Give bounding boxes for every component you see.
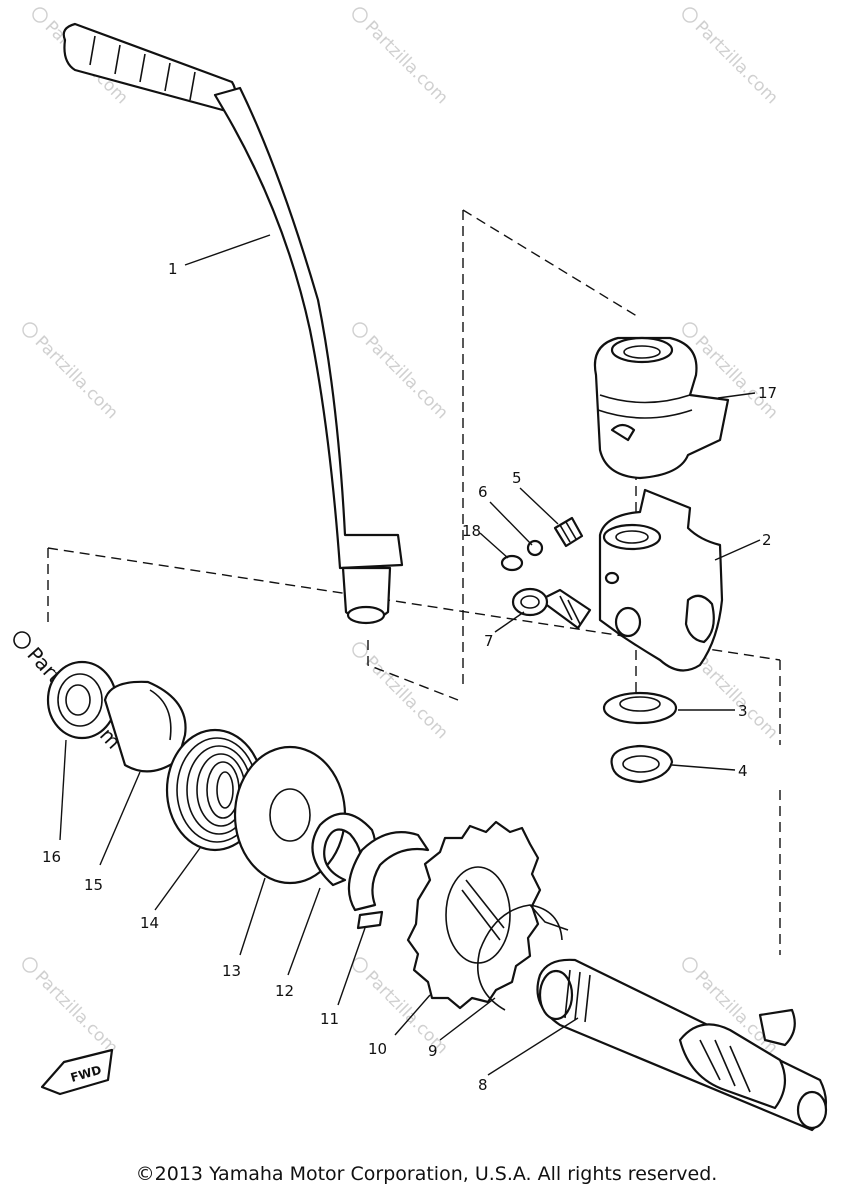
callout-numbers: 1 2 3 4 5 6 7 8 9 10 11 12 13 14 15 16 1… <box>42 260 777 1094</box>
part-kick-lever <box>62 22 404 625</box>
part-circlip <box>610 744 674 784</box>
watermark-text: Partzilla.com <box>31 967 122 1058</box>
callout-13: 13 <box>222 962 241 980</box>
part-small-spring-ball-cap-bolt <box>500 516 592 630</box>
callout-15: 15 <box>84 876 103 894</box>
part-kick-boss <box>598 488 724 672</box>
part-kick-axle <box>536 958 828 1132</box>
watermark-text: Partzilla.com <box>361 17 452 108</box>
callout-9: 9 <box>428 1042 438 1060</box>
leader-lines <box>59 234 761 1076</box>
callout-10: 10 <box>368 1040 387 1058</box>
callout-6: 6 <box>478 483 488 501</box>
part-oil-seal <box>46 660 118 740</box>
callout-11: 11 <box>320 1010 339 1028</box>
part-ratchet-gear <box>406 820 542 1010</box>
callout-4: 4 <box>738 762 748 780</box>
copyright-notice: ©2013 Yamaha Motor Corporation, U.S.A. A… <box>135 1163 718 1185</box>
callout-3: 3 <box>738 702 748 720</box>
callout-17: 17 <box>758 384 777 402</box>
callout-18: 18 <box>462 522 481 540</box>
callout-7: 7 <box>484 632 494 650</box>
watermark-text: Partzilla.com <box>361 332 452 423</box>
part-cover <box>593 336 730 480</box>
watermark-text: Partzilla.com <box>691 652 782 743</box>
callout-2: 2 <box>762 531 772 549</box>
callout-12: 12 <box>275 982 294 1000</box>
part-plate-washer <box>233 745 347 885</box>
part-spring-clip <box>476 904 569 1011</box>
part-spring-guide <box>103 680 187 773</box>
kick-starter-diagram: Partzilla.com Partzilla.com Partzilla.co… <box>13 7 828 1132</box>
part-washer <box>602 691 678 725</box>
callout-16: 16 <box>42 848 61 866</box>
watermark-text: Partzilla.com <box>31 332 122 423</box>
watermark-text: Partzilla.com <box>691 17 782 108</box>
fwd-arrow-icon: FWD <box>40 1048 114 1096</box>
callout-5: 5 <box>512 469 522 487</box>
watermark-text: Partzilla.com <box>361 652 452 743</box>
part-clip <box>347 831 430 930</box>
callout-14: 14 <box>140 914 159 932</box>
callout-8: 8 <box>478 1076 488 1094</box>
callout-1: 1 <box>168 260 178 278</box>
